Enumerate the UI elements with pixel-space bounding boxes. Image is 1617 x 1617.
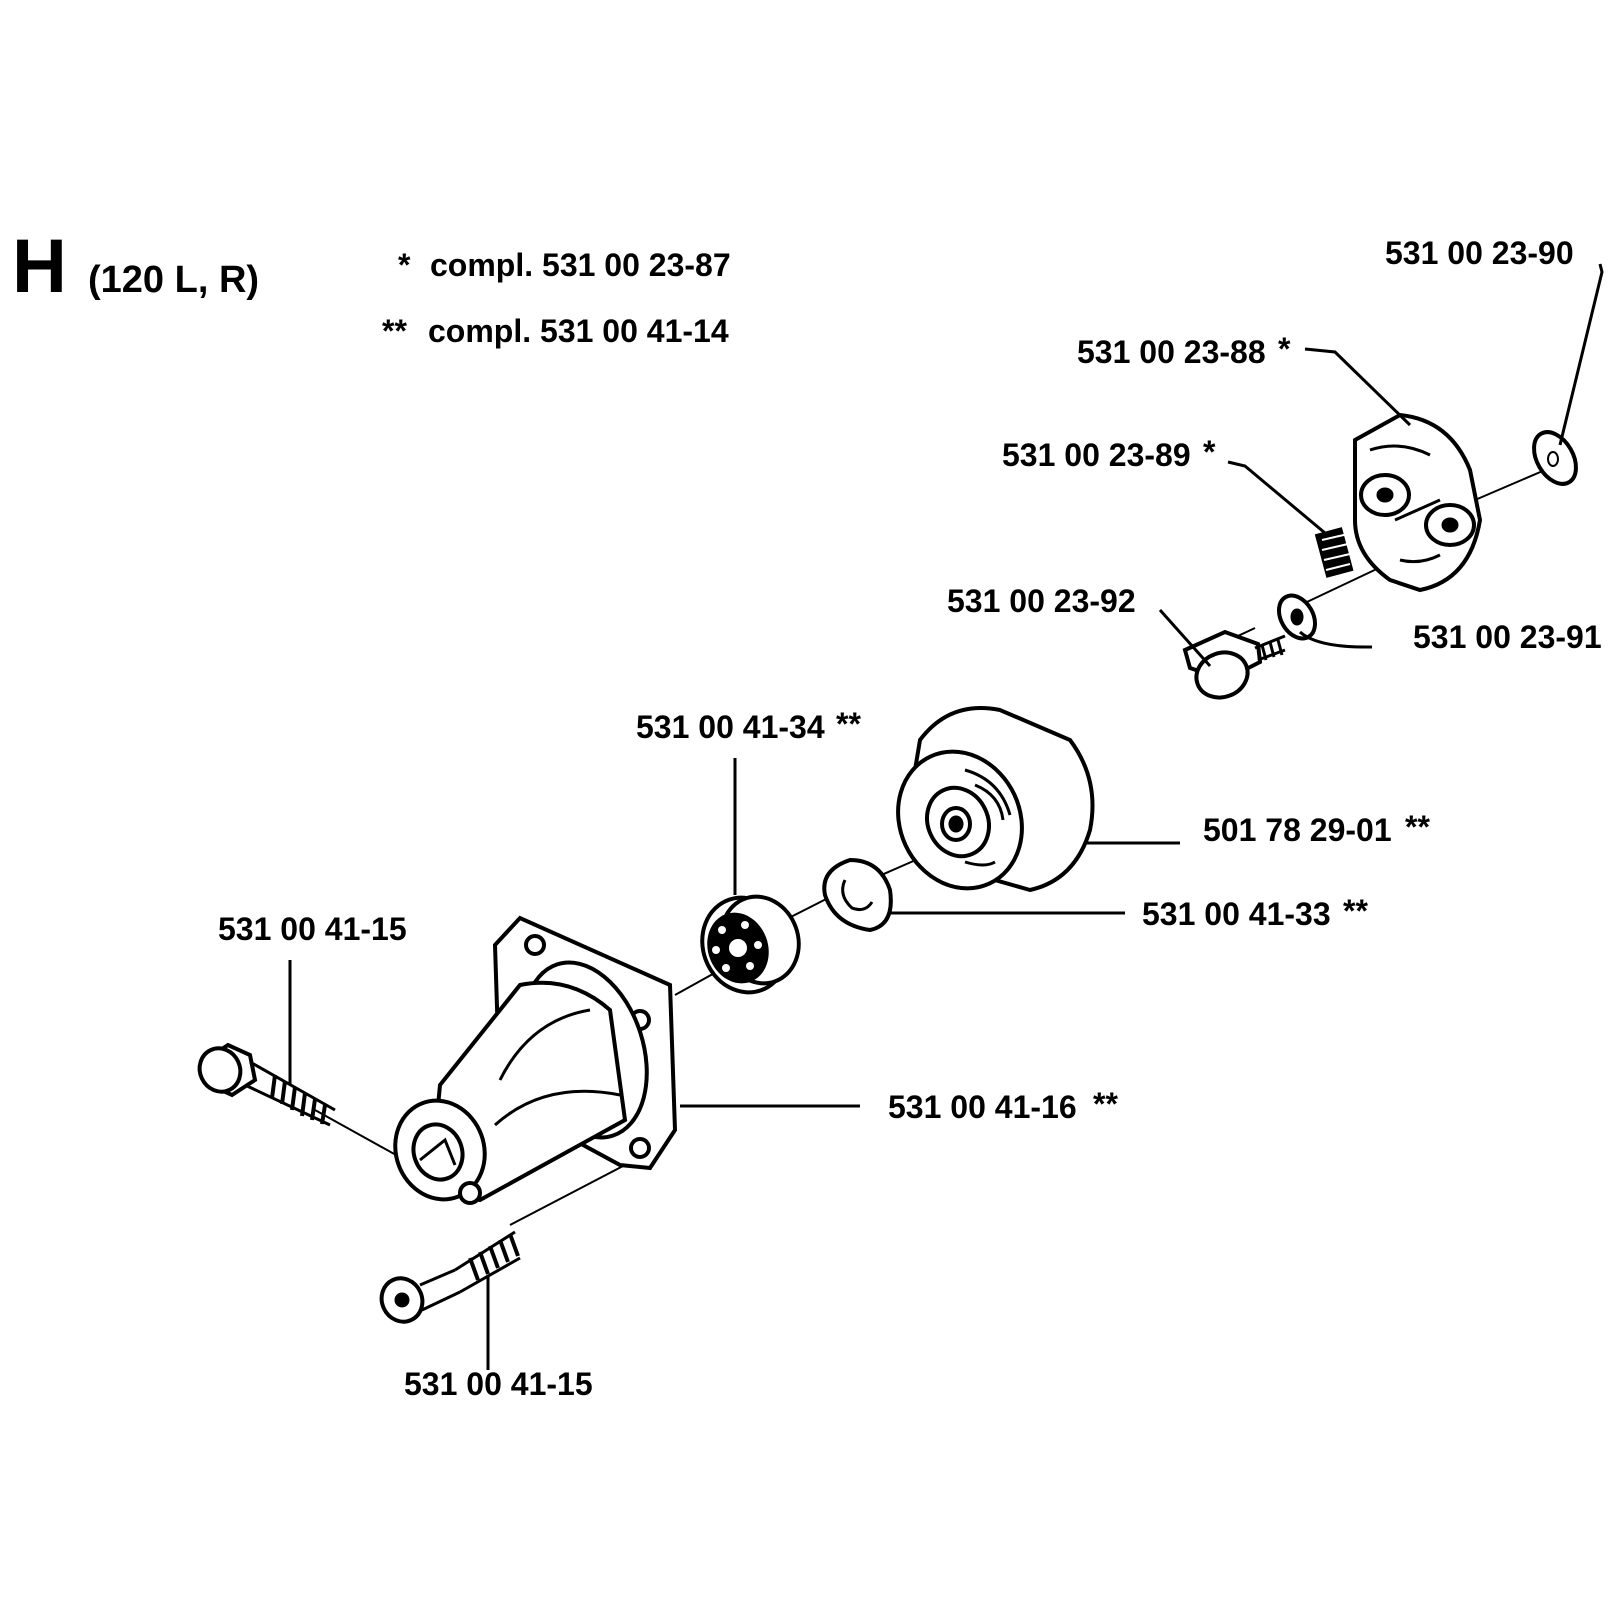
mark-clutch-spring: * xyxy=(1203,434,1216,470)
mark-clutch-drum: ** xyxy=(1405,809,1430,845)
mark-clutch-shoe: * xyxy=(1278,331,1291,367)
part-labels: 531 00 23-90 531 00 23-88 * 531 00 23-89… xyxy=(218,235,1602,1402)
label-clutch-bolt: 531 00 23-92 xyxy=(947,583,1136,619)
label-clutch-shoe: 531 00 23-88 xyxy=(1077,334,1266,370)
clutch-spring-part xyxy=(1314,527,1354,578)
circlip-part xyxy=(822,857,893,933)
label-bearing: 531 00 41-34 xyxy=(636,709,825,745)
label-clutch-washer: 531 00 23-91 xyxy=(1413,619,1602,655)
screw-lower-part xyxy=(379,1230,521,1324)
label-clutch-housing: 531 00 41-16 xyxy=(888,1089,1077,1125)
clutch-housing-part xyxy=(393,915,678,1205)
label-screw-lower: 531 00 41-15 xyxy=(404,1366,593,1402)
label-clutch-spring: 531 00 23-89 xyxy=(1002,437,1191,473)
clutch-bolt-part xyxy=(1182,629,1286,700)
mark-bearing: ** xyxy=(836,706,861,742)
note-mark-1: * xyxy=(398,247,411,283)
label-clutch-drum: 501 78 29-01 xyxy=(1203,812,1392,848)
leader-lines xyxy=(288,263,1604,1370)
note-text-1: compl. 531 00 23-87 xyxy=(430,247,731,283)
screw-upper-part xyxy=(197,1042,336,1127)
note-mark-2: ** xyxy=(382,313,407,349)
model-label: (120 L, R) xyxy=(88,259,259,301)
bearing-part xyxy=(700,894,801,995)
mark-circlip: ** xyxy=(1343,893,1368,929)
label-circlip: 531 00 41-33 xyxy=(1142,896,1331,932)
label-washer-top: 531 00 23-90 xyxy=(1385,235,1574,271)
clutch-shoe-part xyxy=(1353,412,1483,593)
clutch-washer-part xyxy=(1276,593,1318,641)
washer-top-part xyxy=(1532,430,1578,486)
mark-clutch-housing: ** xyxy=(1093,1086,1118,1122)
section-letter: H xyxy=(12,224,67,309)
label-screw-upper: 531 00 41-15 xyxy=(218,911,407,947)
note-text-2: compl. 531 00 41-14 xyxy=(428,313,729,349)
clutch-drum-part xyxy=(896,706,1095,893)
